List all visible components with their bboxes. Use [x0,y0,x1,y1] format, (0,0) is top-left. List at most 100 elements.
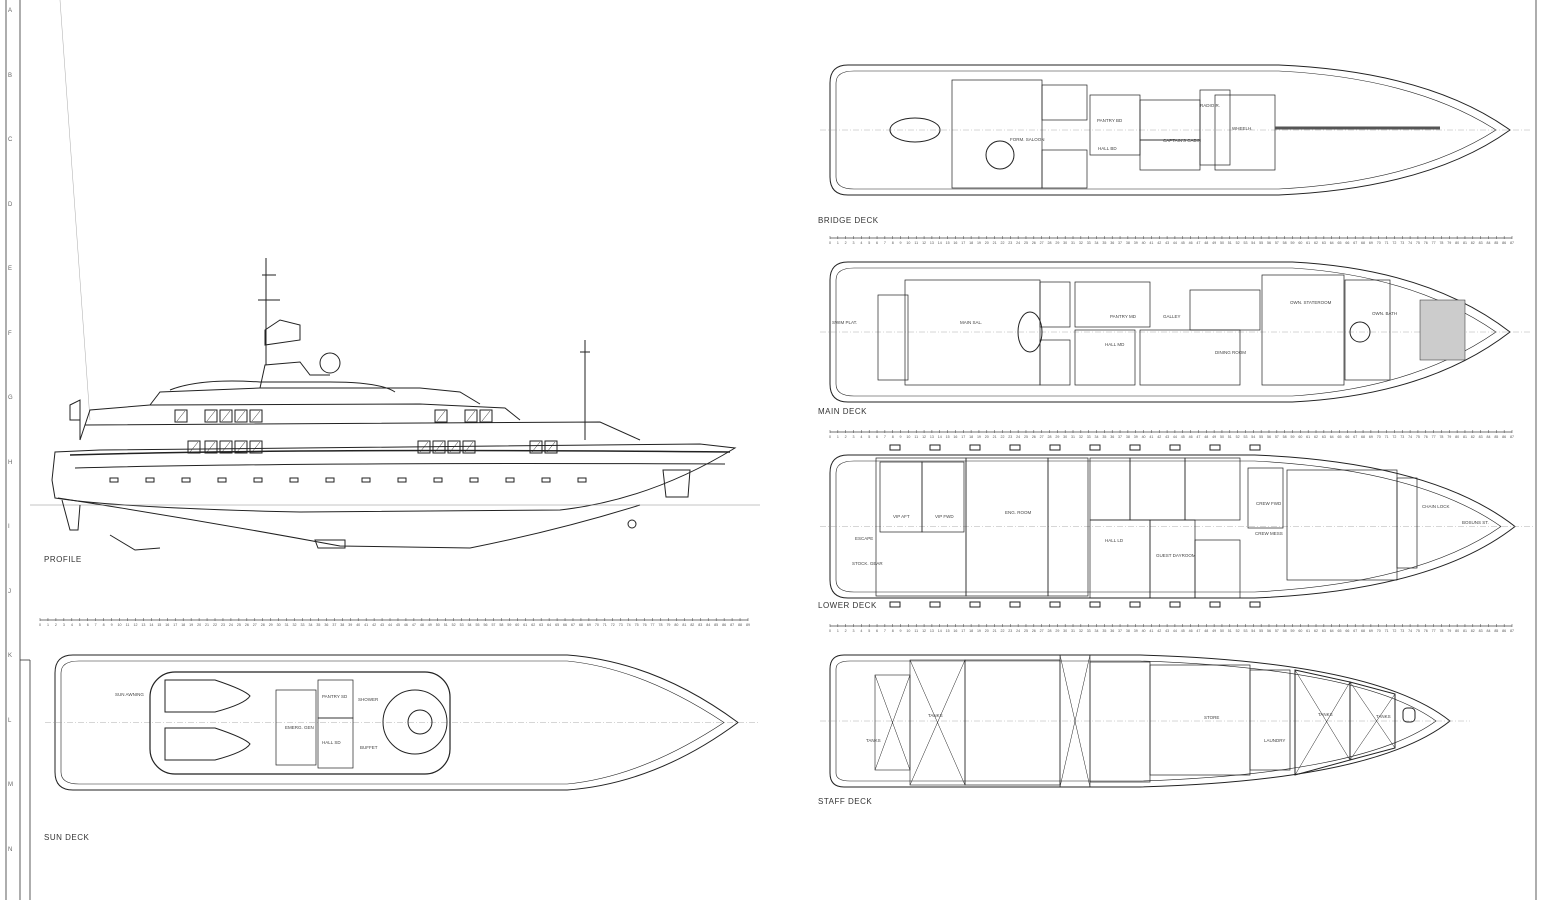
frame-number: 26 [1032,629,1036,633]
frame-number: 74 [1408,241,1412,245]
room-outline [1039,281,1071,328]
frame-number: 36 [1110,241,1114,245]
frame-number: 29 [1055,435,1059,439]
frame-number: 49 [1212,435,1216,439]
room-outline [1129,457,1186,521]
tank-outline [1059,654,1091,788]
frame-number: 53 [1243,629,1247,633]
frame-number: 34 [1095,629,1099,633]
frame-number: 58 [1283,241,1287,245]
frame-number: 47 [1196,629,1200,633]
hall [317,717,354,769]
frame-number: 36 [324,623,328,627]
frame-number: 29 [1055,241,1059,245]
frame-number: 34 [1095,435,1099,439]
frame-number: 87 [1510,241,1514,245]
room-label: CAPTAIN'S CABIN [1163,138,1202,143]
porthole [969,601,981,608]
frame-number: 38 [1126,435,1130,439]
frame-number: 83 [1479,629,1483,633]
frame-number: 27 [253,623,257,627]
room-outline [1189,289,1261,331]
frame-number: 4 [860,241,862,245]
frame-number: 10 [118,623,122,627]
dining-room [1139,329,1241,386]
room-outline [1041,149,1088,189]
frame-number: 62 [531,623,535,627]
frame-number: 1 [837,241,839,245]
frame-number: 0 [829,241,831,245]
frame-number: 8 [892,241,894,245]
frame-number: 49 [1212,241,1216,245]
profile-window [529,440,543,454]
hall [1089,519,1151,599]
guest-cabin [1194,539,1241,599]
frame-number: 68 [1361,241,1365,245]
frame-number: 84 [1486,435,1490,439]
frame-number: 19 [977,241,981,245]
frame-number: 20 [197,623,201,627]
frame-number: 67 [571,623,575,627]
frame-number: 5 [79,623,81,627]
frame-number: 87 [1510,435,1514,439]
frame-number: 38 [1126,241,1130,245]
porthole [1169,444,1181,451]
room-label: OWN. BATH [1372,311,1398,316]
profile-window [479,409,493,423]
frame-number: 55 [476,623,480,627]
owner-bath [1344,279,1391,381]
frame-number: 10 [906,241,910,245]
frame-number: 86 [1502,435,1506,439]
frame-number: 48 [1204,241,1208,245]
frame-number: 75 [1416,241,1420,245]
frame-number: 15 [157,623,161,627]
frame-number: 64 [1330,435,1334,439]
frame-number: 23 [221,623,225,627]
frame-number: 45 [1181,629,1185,633]
frame-number: 21 [205,623,209,627]
emergency-generator-room [275,689,317,766]
porthole [1249,601,1261,608]
frame-number: 7 [884,629,886,633]
bridge-deck-title: BRIDGE DECK [818,216,879,225]
frame-number: 47 [1196,241,1200,245]
frame-number: 64 [1330,629,1334,633]
porthole [929,444,941,451]
frame-number: 85 [1494,435,1498,439]
frame-number: 46 [1189,241,1193,245]
frame-number: 5 [868,435,870,439]
frame-number: 57 [1275,241,1279,245]
frame-number: 7 [884,241,886,245]
frame-number: 82 [1471,241,1475,245]
frame-number: 38 [340,623,344,627]
profile-elevation [30,258,760,551]
frame-number: 14 [938,241,942,245]
frame-number: 4 [71,623,73,627]
grid-reference-letter: G [8,395,13,401]
seating-area [382,689,448,755]
frame-number: 3 [853,435,855,439]
room-label: EMERG. GEN [285,725,314,730]
crew-area [1149,664,1251,776]
frame-number: 52 [1236,241,1240,245]
frame-number: 2 [845,435,847,439]
frame-number: 89 [746,623,750,627]
frame-number: 25 [1024,629,1028,633]
frame-number: 27 [1040,629,1044,633]
frame-number: 52 [1236,629,1240,633]
room-label: TANKS [866,738,881,743]
frame-number: 35 [1102,241,1106,245]
frame-number: 15 [946,435,950,439]
frame-number: 45 [396,623,400,627]
frame-number: 66 [563,623,567,627]
sun-deck-plan [45,654,758,791]
frame-number: 65 [1338,629,1342,633]
frame-number: 82 [690,623,694,627]
room-label: GUEST DAYROOM [1156,553,1196,558]
frame-number: 43 [1165,629,1169,633]
profile-window [219,440,233,454]
frame-number: 61 [1306,435,1310,439]
frame-number: 82 [1471,435,1475,439]
frame-number: 17 [961,435,965,439]
pantry-galley [1074,281,1151,328]
